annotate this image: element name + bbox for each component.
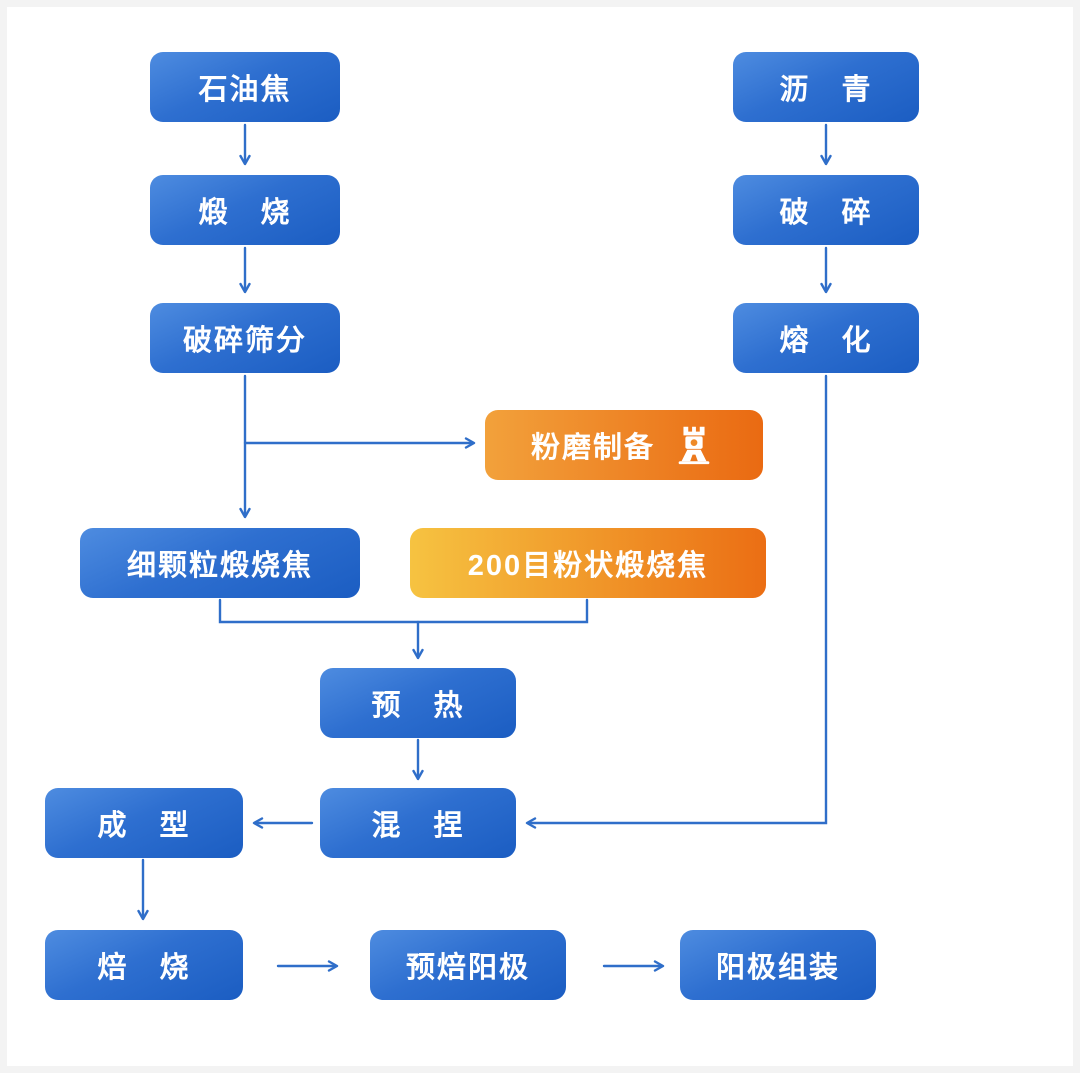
mill-icon: [678, 426, 710, 465]
node-kneading: 混 捏: [320, 788, 516, 858]
node-grinding-preparation: 粉磨制备: [485, 410, 763, 480]
node-melting: 熔 化: [733, 303, 919, 373]
node-kneading-label: 混 捏: [371, 810, 465, 842]
node-grinding-preparation-label: 粉磨制备: [530, 432, 655, 464]
node-crushing-screening-label: 破碎筛分: [182, 325, 307, 357]
node-crushing-label: 破 碎: [779, 197, 873, 229]
node-preheating-label: 预 热: [371, 690, 465, 722]
node-anode-assembly-label: 阳极组装: [715, 952, 840, 984]
node-petroleum-coke: 石油焦: [150, 52, 340, 122]
node-forming-label: 成 型: [97, 810, 191, 842]
node-preheating: 预 热: [320, 668, 516, 738]
node-200mesh-powder-coke-label: 200目粉状煅烧焦: [467, 550, 709, 582]
node-prebaked-anode-label: 预焙阳极: [405, 952, 530, 984]
node-melting-label: 熔 化: [779, 325, 873, 357]
node-pitch-label: 沥 青: [779, 74, 873, 106]
node-prebaked-anode: 预焙阳极: [370, 930, 566, 1000]
node-forming: 成 型: [45, 788, 243, 858]
node-petroleum-coke-label: 石油焦: [198, 74, 292, 106]
node-crushing: 破 碎: [733, 175, 919, 245]
node-fine-calcined-coke: 细颗粒煅烧焦: [80, 528, 360, 598]
node-baking-label: 焙 烧: [97, 952, 191, 984]
node-calcination: 煅 烧: [150, 175, 340, 245]
node-200mesh-powder-coke: 200目粉状煅烧焦: [410, 528, 766, 598]
node-crushing-screening: 破碎筛分: [150, 303, 340, 373]
node-calcination-label: 煅 烧: [198, 197, 292, 229]
node-pitch: 沥 青: [733, 52, 919, 122]
node-baking: 焙 烧: [45, 930, 243, 1000]
node-anode-assembly: 阳极组装: [680, 930, 876, 1000]
node-fine-calcined-coke-label: 细颗粒煅烧焦: [126, 550, 313, 582]
